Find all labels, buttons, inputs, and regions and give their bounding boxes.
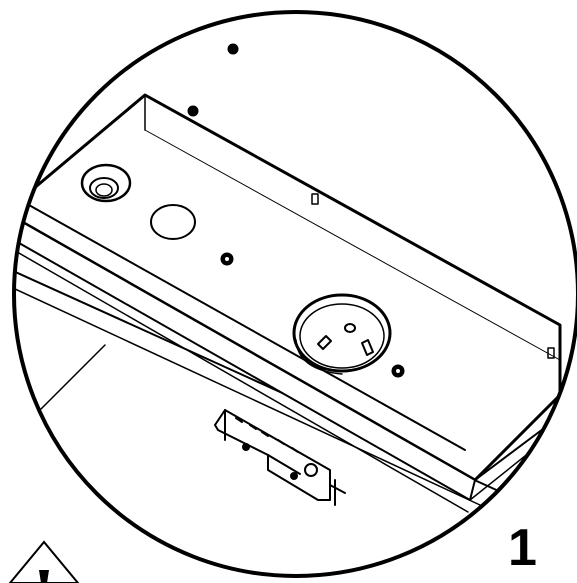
rail-top-edge <box>19 199 466 451</box>
screw <box>187 105 199 117</box>
mounting-bracket <box>214 409 346 506</box>
screw <box>227 43 239 55</box>
rail-front-lower <box>14 244 469 513</box>
outlet-screw-center <box>396 369 400 373</box>
upper-right-strip <box>379 12 577 111</box>
back-panel-edge <box>14 281 481 506</box>
rail-screw-center <box>225 257 229 261</box>
panel-diagonal <box>39 344 106 411</box>
grommet-hole <box>80 163 132 203</box>
electrical-outlet-icon <box>292 293 392 375</box>
open-hole <box>150 204 196 240</box>
step-number: 1 <box>508 519 537 577</box>
rear-tab <box>547 347 555 359</box>
rear-tab <box>311 193 319 205</box>
warning-triangle-icon <box>8 540 80 583</box>
magnified-detail-circle <box>12 10 577 578</box>
rail-rear-line <box>144 129 561 361</box>
